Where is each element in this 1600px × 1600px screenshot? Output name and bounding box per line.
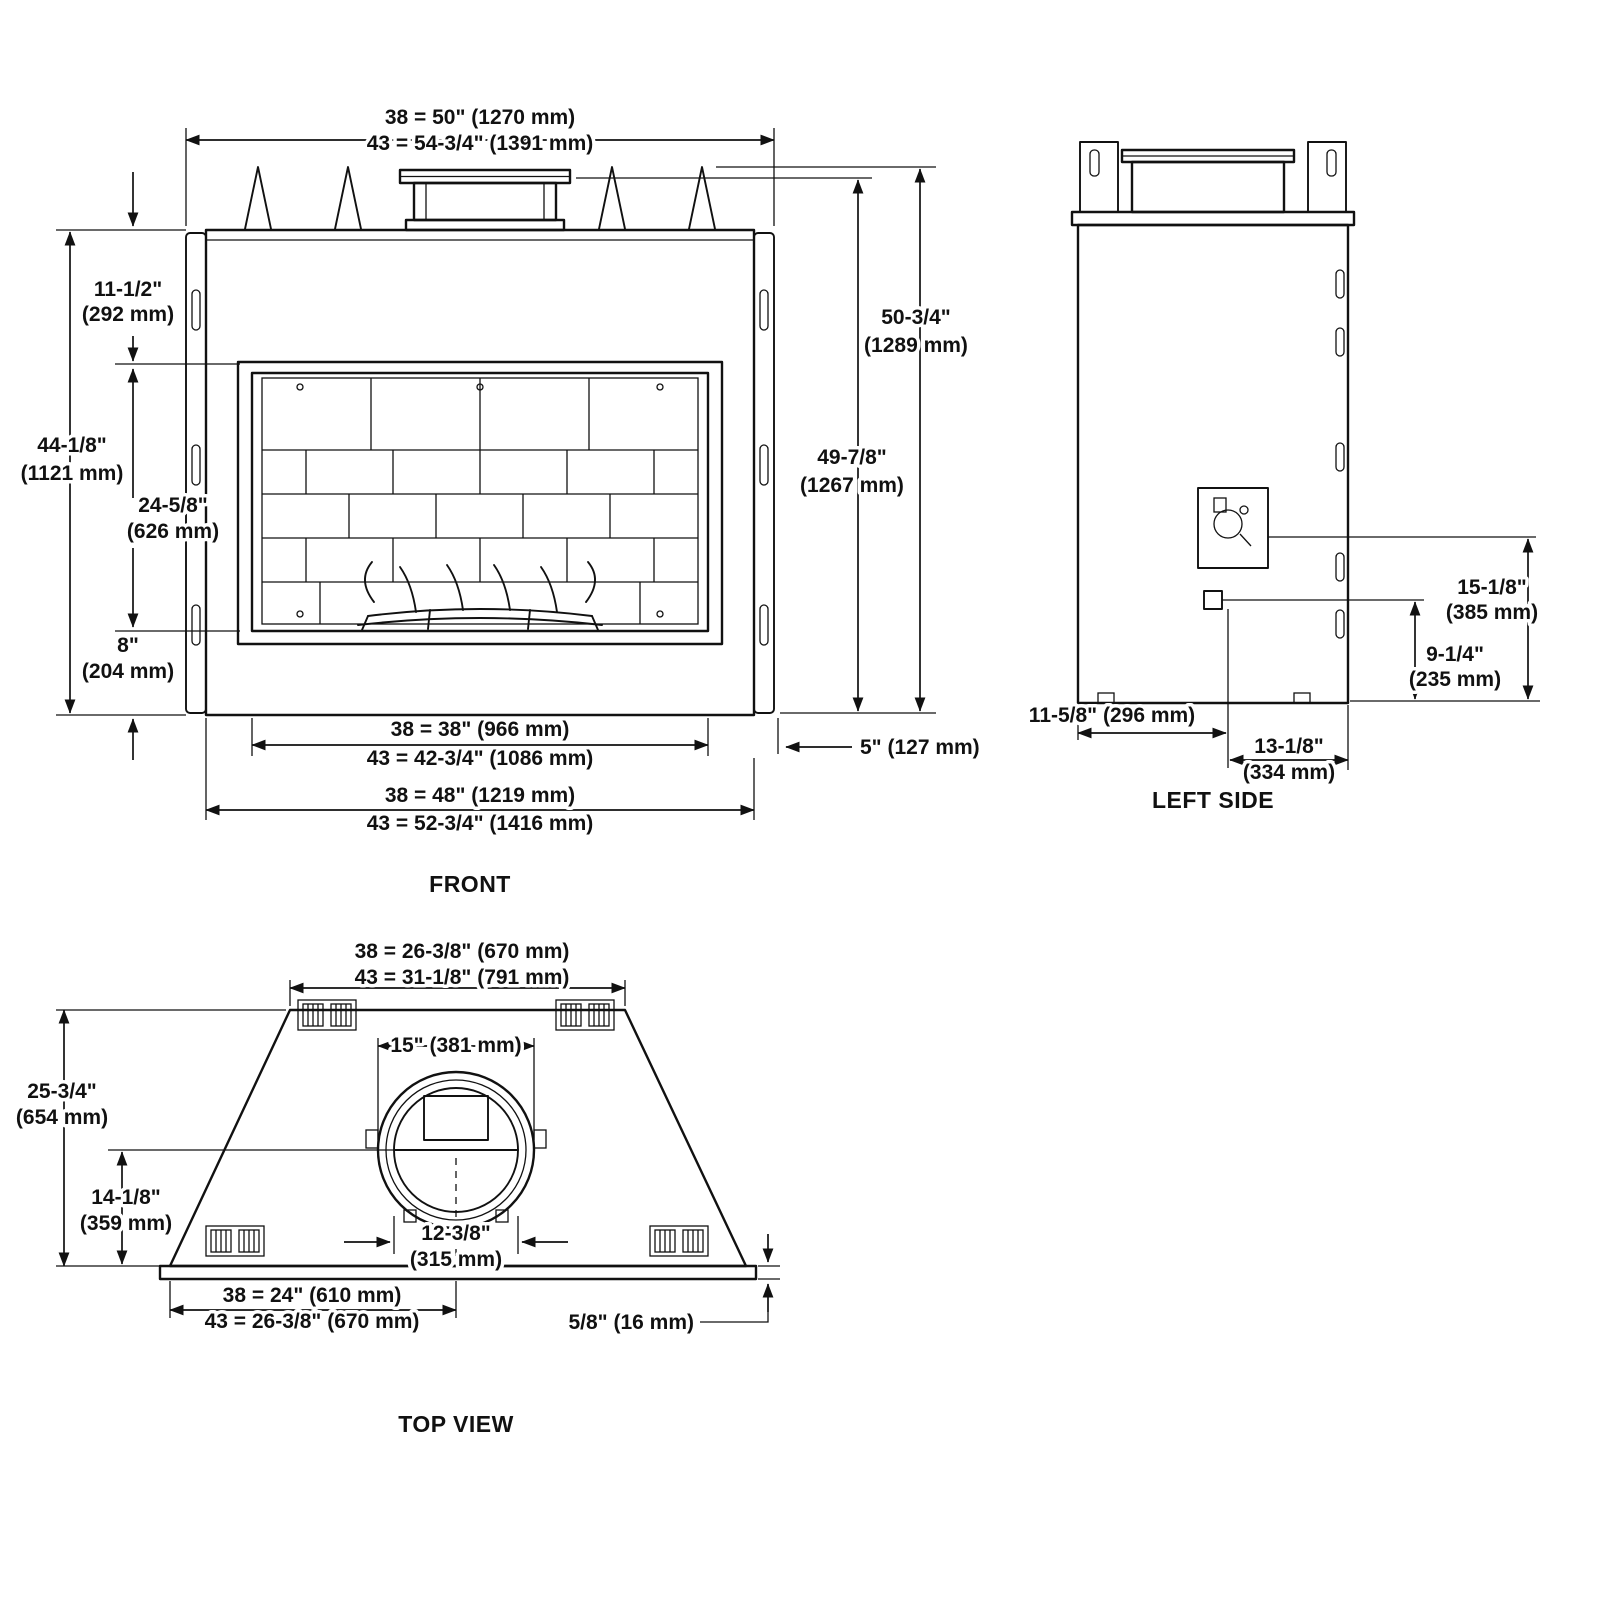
front-dim-1121-in: 44-1/8" xyxy=(37,434,107,457)
top-view: 38 = 26-3/8" (670 mm) 43 = 31-1/8" (791 … xyxy=(12,937,780,1441)
front-dim-top-width-38: 38 = 50" (1270 mm) xyxy=(385,106,575,129)
top-dim-359-in: 14-1/8" xyxy=(91,1186,161,1209)
side-extension-lines xyxy=(1077,536,1540,770)
side-dim-334-in: 13-1/8" xyxy=(1254,735,1324,758)
top-standoff-spikes xyxy=(244,166,716,230)
top-dim-rear-width-38: 38 = 26-3/8" (670 mm) xyxy=(355,940,570,963)
front-dim-outer-width-38: 38 = 48" (1219 mm) xyxy=(385,784,575,807)
front-dim-top-width-43: 43 = 54-3/4" (1391 mm) xyxy=(367,132,594,155)
front-dim-292-mm: (292 mm) xyxy=(82,303,174,326)
top-dim-flue-381: 15" (381 mm) xyxy=(390,1034,521,1057)
side-dim-334-mm: (334 mm) xyxy=(1243,761,1335,784)
top-dim-315-in: 12-3/8" xyxy=(421,1222,491,1245)
front-dim-1121-mm: (1121 mm) xyxy=(21,462,124,485)
top-dim-315-mm: (315 mm) xyxy=(410,1248,502,1271)
front-dim-626-mm: (626 mm) xyxy=(127,520,219,543)
side-body xyxy=(1070,141,1356,705)
side-dim-235-in: 9-1/4" xyxy=(1426,643,1484,666)
front-dim-292-in: 11-1/2" xyxy=(94,278,162,301)
gas-inlet xyxy=(1203,590,1223,610)
front-dim-204-mm: (204 mm) xyxy=(82,660,174,683)
top-dim-16: 5/8" (16 mm) xyxy=(568,1311,694,1334)
front-dim-626-in: 24-5/8" xyxy=(138,494,208,517)
top-body xyxy=(158,1008,758,1281)
brick-pattern xyxy=(262,378,698,624)
top-view-title: TOP VIEW xyxy=(398,1411,514,1437)
top-dim-front-width-38: 38 = 24" (610 mm) xyxy=(223,1284,402,1307)
top-dim-359-mm: (359 mm) xyxy=(80,1212,172,1235)
front-dim-204-in: 8" xyxy=(117,634,139,657)
front-dim-depth-5: 5" (127 mm) xyxy=(860,736,980,759)
left-side-view: 15-1/8" (385 mm) 9-1/4" (235 mm) 11-5/8"… xyxy=(1025,141,1542,817)
side-dim-296: 11-5/8" (296 mm) xyxy=(1029,704,1195,727)
front-dim-bottom-width-43: 43 = 42-3/4" (1086 mm) xyxy=(367,747,594,770)
left-side-view-title: LEFT SIDE xyxy=(1152,787,1274,813)
front-dim-1267-in: 49-7/8" xyxy=(817,446,887,469)
side-dim-385-mm: (385 mm) xyxy=(1446,601,1538,624)
top-dim-654-mm: (654 mm) xyxy=(16,1106,108,1129)
side-dimension-lines xyxy=(1077,538,1534,766)
front-dimension-lines xyxy=(64,134,926,816)
log-grate xyxy=(357,561,603,631)
front-dim-1289-mm: (1289 mm) xyxy=(864,334,968,357)
front-view-title: FRONT xyxy=(429,871,511,897)
top-dim-front-width-43: 43 = 26-3/8" (670 mm) xyxy=(205,1310,420,1333)
top-dim-rear-width-43: 43 = 31-1/8" (791 mm) xyxy=(355,966,570,989)
front-view: 38 = 50" (1270 mm) 43 = 54-3/4" (1391 mm… xyxy=(17,103,983,901)
side-dim-235-mm: (235 mm) xyxy=(1409,668,1501,691)
front-dim-1289-in: 50-3/4" xyxy=(881,306,951,329)
front-extension-lines xyxy=(56,128,936,820)
top-dimension-lines xyxy=(58,982,774,1316)
front-dim-outer-width-43: 43 = 52-3/4" (1416 mm) xyxy=(367,812,594,835)
front-dim-bottom-width-38: 38 = 38" (966 mm) xyxy=(391,718,570,741)
flue-collar-front xyxy=(398,168,572,232)
top-dim-654-in: 25-3/4" xyxy=(27,1080,97,1103)
gas-valve-box xyxy=(1197,487,1269,569)
front-dim-1267-mm: (1267 mm) xyxy=(800,474,904,497)
side-dim-385-in: 15-1/8" xyxy=(1457,576,1527,599)
